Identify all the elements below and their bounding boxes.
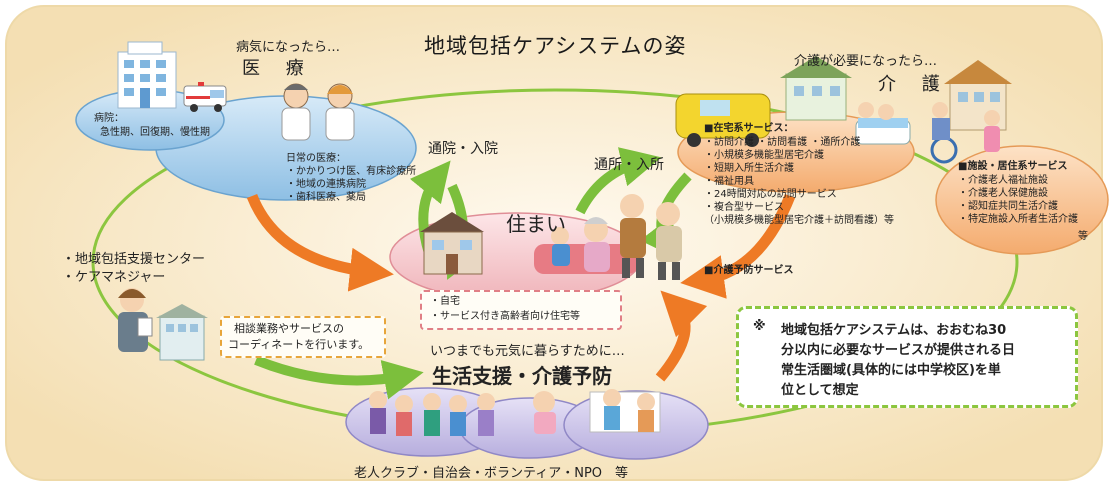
- facility-service-item: ・介護老人福祉施設: [958, 175, 1048, 186]
- medical-heading: 医 療: [242, 58, 314, 79]
- facility-services-title: ■施設・居住系サービス: [958, 161, 1068, 172]
- facility-service-item: ・介護老人保健施設: [958, 188, 1048, 199]
- community-illustration: [369, 389, 661, 436]
- note-line: 分以内に必要なサービスが提供される日: [781, 343, 1016, 358]
- home-service-item: ・訪問介護 ・訪問看護 ・通所介護: [704, 137, 861, 148]
- coordination-line: コーディネートを行います。: [228, 338, 370, 351]
- doctors-illustration: [281, 83, 355, 141]
- prevention-services-label: ■介護予防サービス: [704, 265, 794, 276]
- home-service-item: （小規模多機能型居宅介護＋訪問看護）等: [704, 215, 894, 226]
- livelihood-heading: 生活支援・介護予防: [432, 364, 612, 388]
- hospital-title: 病院：: [94, 113, 124, 124]
- note-line: 常生活圏域(具体的には中学校区)を単: [781, 363, 1001, 378]
- home-types-box: ・自宅 ・サービス付き高齢者向け住宅等: [420, 290, 622, 330]
- note-line: 地域包括ケアシステムは、おおむね30: [781, 323, 1007, 338]
- home-type-item: ・自宅: [430, 296, 460, 307]
- ambulance-illustration: [183, 82, 227, 112]
- medical-when-label: 病気になったら…: [236, 40, 341, 55]
- house-illustration: [420, 212, 484, 275]
- daily-medical-item: ・かかりつけ医、有床診療所: [286, 166, 417, 177]
- home-service-item: ・小規模多機能型居宅介護: [704, 150, 824, 161]
- note-line: 位として想定: [781, 383, 859, 398]
- facility-service-item: ・特定施設入所者生活介護: [958, 214, 1078, 225]
- facility-services-list: ・介護老人福祉施設 ・介護老人保健施設 ・認知症共同生活介護 ・特定施設入所者生…: [958, 174, 1078, 226]
- home-service-item: ・複合型サービス: [704, 202, 784, 213]
- hospital-types: 急性期、回復期、慢性期: [100, 127, 210, 138]
- diagram-title: 地域包括ケアシステムの姿: [424, 34, 687, 58]
- facility-etc: 等: [1078, 231, 1088, 242]
- daily-medical-list: ・かかりつけ医、有床診療所 ・地域の連携病院 ・歯科医療、薬局: [286, 165, 416, 204]
- wheelchair-illustration: [930, 102, 1000, 164]
- care-manager-illustration: [118, 288, 208, 361]
- home-services-list: ・訪問介護 ・訪問看護 ・通所介護 ・小規模多機能型居宅介護 ・短期入所生活介護…: [704, 136, 894, 227]
- support-center-label: ・地域包括支援センター: [62, 252, 206, 267]
- note-mark: ※: [753, 319, 766, 334]
- daily-medical-item: ・地域の連携病院: [286, 179, 366, 190]
- care-facility-illustration: [780, 56, 1012, 131]
- care-van-illustration: [675, 93, 771, 147]
- hospital-visit-label: 通院・入院: [428, 141, 498, 157]
- daily-medical-item: ・歯科医療、薬局: [286, 192, 366, 203]
- daycare-label: 通所・入所: [594, 157, 664, 173]
- care-when-label: 介護が必要になったら…: [794, 54, 938, 69]
- family-illustration: [534, 194, 682, 280]
- home-service-item: ・24時間対応の訪問サービス: [704, 189, 837, 200]
- coverage-note: ※ 地域包括ケアシステムは、おおむね30 分以内に必要なサービスが提供される日 …: [736, 306, 1078, 408]
- community-orgs-label: 老人クラブ・自治会・ボランティア・NPO 等: [354, 466, 629, 481]
- home-label: 住まい: [506, 212, 566, 236]
- facility-service-item: ・認知症共同生活介護: [958, 201, 1058, 212]
- hospital-illustration: [117, 41, 177, 109]
- care-manager-label: ・ケアマネジャー: [62, 270, 166, 285]
- home-type-item: ・サービス付き高齢者向け住宅等: [430, 311, 580, 322]
- coordination-bubble: 相談業務やサービスの コーディネートを行います。: [220, 316, 386, 358]
- home-service-item: ・福祉用具: [704, 176, 754, 187]
- bath-care-illustration: [855, 102, 911, 145]
- home-services-title: ■在宅系サービス：: [704, 123, 794, 134]
- coordination-line: 相談業務やサービスの: [234, 322, 344, 335]
- daily-medical-title: 日常の医療：: [286, 153, 346, 164]
- livelihood-intro: いつまでも元気に暮らすために…: [430, 344, 625, 359]
- care-heading: 介 護: [878, 74, 950, 95]
- home-service-item: ・短期入所生活介護: [704, 163, 794, 174]
